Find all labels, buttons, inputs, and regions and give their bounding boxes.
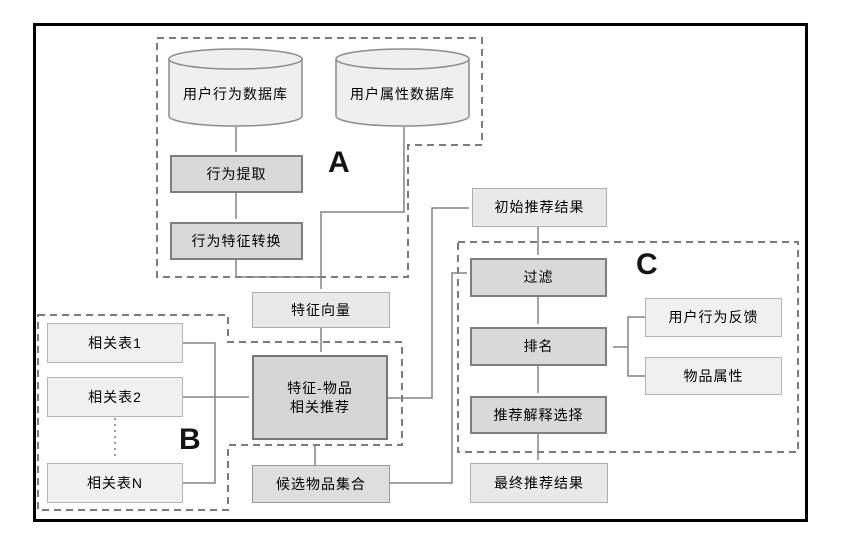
node-feature-item-recommend-line1: 特征-物品 bbox=[287, 379, 353, 396]
node-candidate-item-set-label: 候选物品集合 bbox=[276, 475, 366, 492]
node-related-table-2-label: 相关表2 bbox=[88, 388, 142, 405]
database-cylinder-icon bbox=[335, 48, 470, 127]
node-related-table-n: 相关表N bbox=[47, 463, 183, 503]
node-behavior-feature-convert: 行为特征转换 bbox=[170, 222, 303, 260]
edge-relatedtables-bus bbox=[183, 342, 216, 484]
database-user-behavior-label: 用户行为数据库 bbox=[183, 86, 288, 102]
node-explain-select: 推荐解释选择 bbox=[470, 396, 607, 434]
node-ranking-label: 排名 bbox=[523, 338, 554, 355]
group-a-label: A bbox=[328, 146, 350, 179]
edge-candidates-to-filter bbox=[390, 272, 467, 484]
node-behavior-extract: 行为提取 bbox=[170, 155, 303, 193]
node-initial-result: 初始推荐结果 bbox=[472, 188, 607, 227]
node-item-attributes: 物品属性 bbox=[645, 357, 782, 395]
database-user-attributes-label: 用户属性数据库 bbox=[350, 86, 455, 102]
node-behavior-feature-convert-label: 行为特征转换 bbox=[191, 232, 282, 249]
database-user-attributes: 用户属性数据库 bbox=[335, 48, 470, 127]
node-related-table-n-label: 相关表N bbox=[86, 474, 144, 491]
node-behavior-extract-label: 行为提取 bbox=[206, 165, 267, 182]
node-related-table-1-label: 相关表1 bbox=[88, 334, 142, 351]
edge-attrdb-to-featurevector bbox=[320, 127, 405, 289]
node-explain-select-label: 推荐解释选择 bbox=[493, 406, 584, 423]
node-user-feedback-label: 用户行为反馈 bbox=[668, 309, 759, 326]
edge-convert-to-junction bbox=[235, 260, 321, 278]
group-a-outline bbox=[156, 37, 483, 278]
node-initial-result-label: 初始推荐结果 bbox=[494, 199, 585, 216]
database-user-behavior: 用户行为数据库 bbox=[168, 48, 303, 127]
node-candidate-item-set: 候选物品集合 bbox=[252, 465, 390, 503]
group-b-outline bbox=[37, 314, 403, 511]
edge-featureitem-to-initialresult bbox=[388, 207, 469, 399]
database-cylinder-icon bbox=[168, 48, 303, 127]
node-related-table-2: 相关表2 bbox=[47, 377, 183, 417]
edge-feedback-bus bbox=[627, 316, 645, 377]
node-feature-vector: 特征向量 bbox=[252, 292, 390, 328]
group-c-outline bbox=[457, 241, 799, 453]
node-feature-item-recommend-line2: 相关推荐 bbox=[290, 398, 350, 415]
node-related-table-1: 相关表1 bbox=[47, 323, 183, 363]
node-filter: 过滤 bbox=[470, 258, 607, 297]
node-item-attributes-label: 物品属性 bbox=[683, 367, 744, 384]
node-ranking: 排名 bbox=[470, 327, 607, 366]
group-b-label: B bbox=[179, 423, 201, 456]
node-final-result: 最终推荐结果 bbox=[470, 463, 608, 503]
node-filter-label: 过滤 bbox=[523, 269, 554, 286]
node-user-feedback: 用户行为反馈 bbox=[645, 298, 782, 337]
node-feature-vector-label: 特征向量 bbox=[291, 301, 351, 318]
node-final-result-label: 最终推荐结果 bbox=[494, 474, 584, 491]
node-feature-item-recommend: 特征-物品 相关推荐 bbox=[252, 355, 388, 440]
group-c-label: C bbox=[636, 248, 658, 281]
